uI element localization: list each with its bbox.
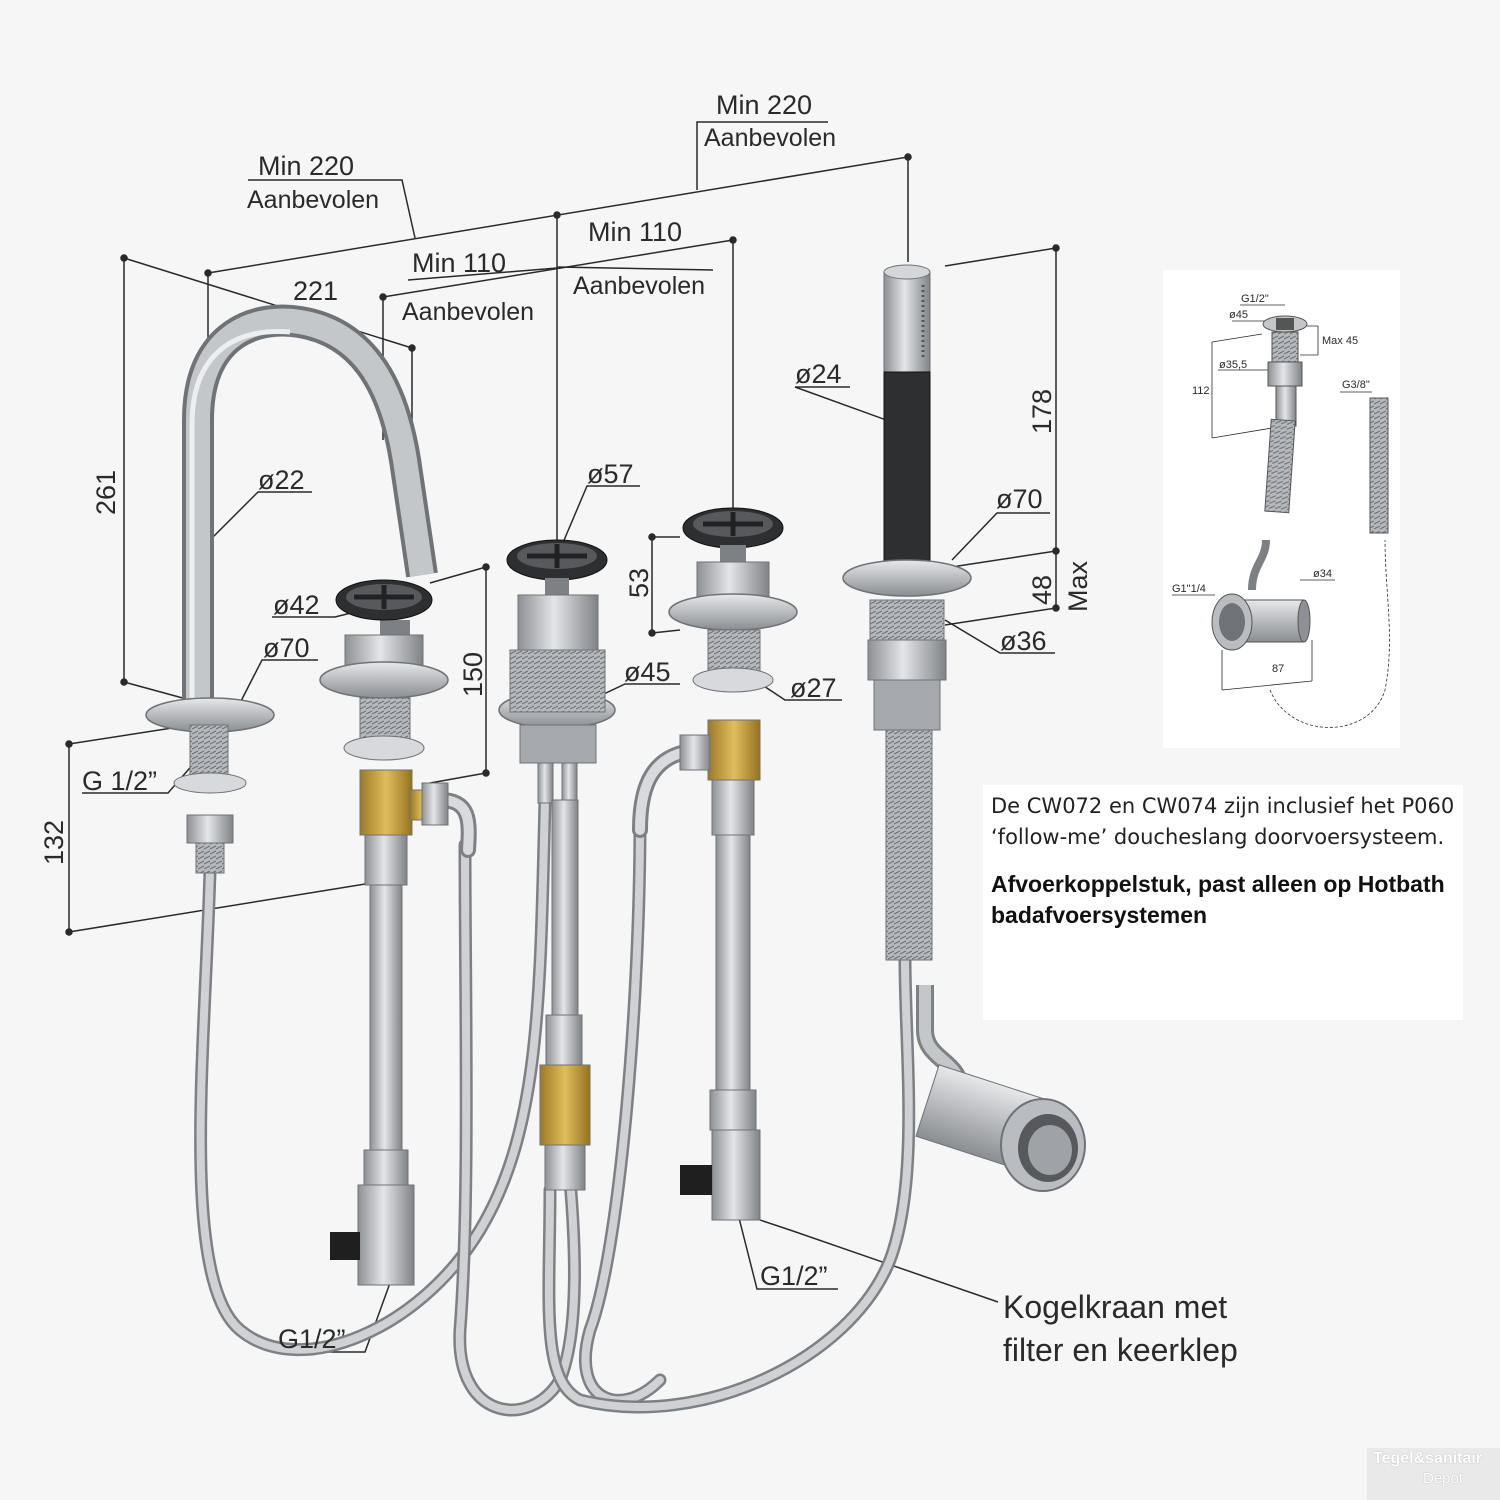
dim-g12-spout: G 1/2” <box>82 766 157 796</box>
dim-g12-valve-right: G1/2” <box>760 1261 828 1291</box>
dimension-labels: Min 220 Aanbevolen Min 220 Aanbevolen Mi… <box>39 90 1238 1368</box>
detail-g38: G3/8" <box>1342 379 1370 391</box>
dim-221: 221 <box>293 276 338 306</box>
dim-aanbevolen-mid-left: Aanbevolen <box>402 298 534 326</box>
detail-max45: Max 45 <box>1322 335 1358 347</box>
dim-132: 132 <box>39 820 69 865</box>
detail-g12: G1/2" <box>1241 293 1269 305</box>
dim-max: Max <box>1063 560 1093 612</box>
dim-min220-right: Min 220 <box>716 90 812 120</box>
dim-min110-right: Min 110 <box>588 217 682 247</box>
dim-d22: ø22 <box>258 465 305 495</box>
dim-aanbevolen-mid-right: Aanbevolen <box>573 272 705 300</box>
note-bold-text: Afvoerkoppelstuk, past alleen op Hotbath… <box>991 871 1445 928</box>
dim-d36: ø36 <box>1000 626 1047 656</box>
detail-panel: G1/2" ø45 Max 45 ø35,5 112 G3/8" G1"1/4 … <box>1163 270 1400 748</box>
detail-labels: G1/2" ø45 Max 45 ø35,5 112 G3/8" G1"1/4 … <box>1172 293 1370 675</box>
dim-d57: ø57 <box>587 459 634 489</box>
dim-min220-left: Min 220 <box>258 151 354 181</box>
dim-d27: ø27 <box>790 673 837 703</box>
hand-shower <box>842 264 972 961</box>
product-note: De CW072 en CW074 zijn inclusief het P06… <box>983 785 1463 1020</box>
dim-aanbevolen-left: Aanbevolen <box>247 186 379 214</box>
detail-drain-part <box>1211 315 1389 651</box>
middle-cross-handle-valve <box>498 539 616 1191</box>
dim-aanbevolen-right: Aanbevolen <box>704 124 836 152</box>
logo-line2: Depot <box>1423 1470 1464 1487</box>
detail-dimension-lines <box>1172 304 1390 728</box>
detail-g1-1-4: G1"1/4 <box>1172 583 1206 595</box>
dim-d70-left: ø70 <box>263 633 310 663</box>
dim-d42: ø42 <box>273 590 320 620</box>
dim-261: 261 <box>91 470 121 515</box>
left-cross-handle-valve <box>319 579 449 1286</box>
ball-valve-label-line2: filter en keerklep <box>1003 1332 1238 1368</box>
dim-d45: ø45 <box>624 657 671 687</box>
dim-150: 150 <box>458 652 488 697</box>
dim-53: 53 <box>624 568 654 598</box>
detail-87: 87 <box>1272 663 1284 675</box>
detail-112: 112 <box>1192 385 1210 397</box>
note-text: De CW072 en CW074 zijn inclusief het P06… <box>991 794 1455 849</box>
detail-d35-5: ø35,5 <box>1219 359 1247 371</box>
brand-logo: Tegel&sanitair Depot <box>1367 1448 1500 1500</box>
dim-178: 178 <box>1027 389 1057 434</box>
dim-48: 48 <box>1027 575 1057 605</box>
detail-d45: ø45 <box>1229 309 1248 321</box>
detail-d34: ø34 <box>1313 568 1332 580</box>
flexible-hoses <box>194 744 916 1417</box>
dim-g12-valve-left: G1/2” <box>278 1324 346 1354</box>
ball-valve-label-line1: Kogelkraan met <box>1003 1289 1227 1325</box>
drain-coupling <box>915 985 1086 1192</box>
right-cross-handle-valve <box>668 507 798 1221</box>
detail-drawing: G1/2" ø45 Max 45 ø35,5 112 G3/8" G1"1/4 … <box>1172 293 1390 728</box>
spout <box>145 304 438 874</box>
dim-d24: ø24 <box>795 359 842 389</box>
dim-d70-right: ø70 <box>996 484 1043 514</box>
dim-min110-left: Min 110 <box>412 248 506 278</box>
logo-line1: Tegel&sanitair <box>1373 1450 1483 1467</box>
